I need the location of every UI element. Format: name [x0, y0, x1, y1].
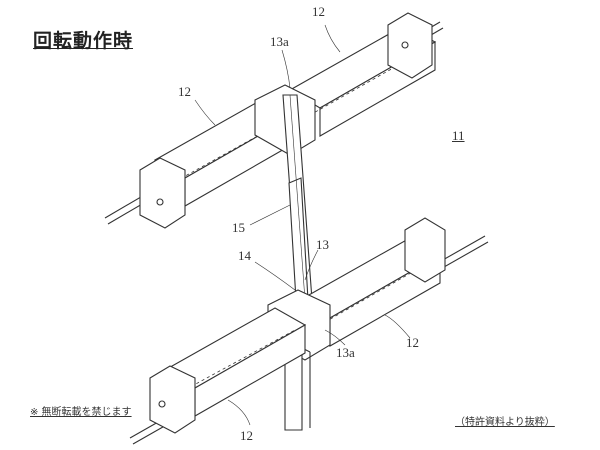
label-12-lower-right: 12: [406, 335, 419, 350]
label-14: 14: [238, 248, 251, 263]
label-13a-lower: 13a: [336, 345, 355, 360]
vertical-links: [282, 94, 313, 301]
lower-left-trough: [149, 307, 307, 434]
copyright-note: ※ 無断転載を禁じます: [30, 407, 132, 418]
label-13: 13: [316, 237, 329, 252]
leader-lines: [194, 24, 411, 426]
label-12-lower-left: 12: [240, 428, 253, 443]
label-13a-upper: 13a: [270, 34, 289, 49]
source-note: （特許資料より抜粋）: [455, 417, 555, 428]
label-12-upper-left: 12: [178, 84, 191, 99]
label-11: 11: [452, 128, 465, 143]
label-12-upper-right: 12: [312, 4, 325, 19]
lower-right-trough: [298, 217, 446, 347]
label-15: 15: [232, 220, 245, 235]
page-title: 回転動作時: [33, 30, 134, 52]
